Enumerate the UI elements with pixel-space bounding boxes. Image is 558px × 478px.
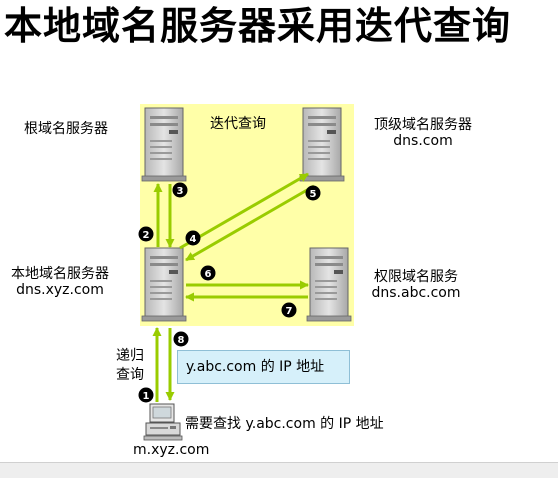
svg-text:7: 7 <box>286 306 293 317</box>
arrow-step-5 <box>185 184 315 262</box>
local-server-icon <box>141 247 187 322</box>
auth-server-name: 权限域名服务 <box>374 269 458 285</box>
bottom-bar <box>0 462 558 478</box>
client-computer-icon <box>143 403 183 441</box>
arrow-step-4 <box>179 172 309 250</box>
svg-text:4: 4 <box>190 234 197 245</box>
client-host: m.xyz.com <box>133 442 210 458</box>
local-server-host: dns.xyz.com <box>16 282 104 298</box>
svg-text:6: 6 <box>205 269 212 280</box>
svg-text:2: 2 <box>143 230 150 241</box>
recursive-label-line1: 递归 <box>116 348 144 364</box>
auth-server-label: 权限域名服务 dns.abc.com <box>366 269 466 301</box>
step-badge-7: 7 <box>281 302 297 318</box>
tld-server-name: 顶级域名服务器 <box>374 117 472 133</box>
client-caption: 需要查找 y.abc.com 的 IP 地址 <box>185 416 384 432</box>
answer-box: y.abc.com 的 IP 地址 <box>177 350 350 384</box>
svg-text:3: 3 <box>177 186 184 197</box>
step-badge-1: 1 <box>138 387 154 403</box>
root-server-icon <box>141 107 187 182</box>
tld-server-icon <box>299 107 345 182</box>
step-badge-2: 2 <box>138 226 154 242</box>
step-badge-4: 4 <box>185 230 201 246</box>
step-badge-8: 8 <box>173 331 189 347</box>
page-title: 本地域名服务器采用迭代查询 <box>4 4 512 48</box>
iterative-query-label: 迭代查询 <box>210 116 266 132</box>
auth-server-host: dns.abc.com <box>371 285 461 301</box>
auth-server-icon <box>306 247 352 322</box>
step-badge-5: 5 <box>305 185 321 201</box>
svg-text:5: 5 <box>310 189 317 200</box>
recursive-query-label: 递归 查询 <box>116 347 144 385</box>
local-server-name: 本地域名服务器 <box>11 266 109 282</box>
svg-text:8: 8 <box>178 335 185 346</box>
tld-server-label: 顶级域名服务器 dns.com <box>364 117 482 149</box>
local-server-label: 本地域名服务器 dns.xyz.com <box>1 266 119 298</box>
recursive-label-line2: 查询 <box>116 367 144 383</box>
svg-text:1: 1 <box>143 391 150 402</box>
tld-server-host: dns.com <box>393 133 453 149</box>
step-badge-6: 6 <box>200 265 216 281</box>
root-server-label: 根域名服务器 <box>24 121 108 137</box>
step-badge-3: 3 <box>172 182 188 198</box>
